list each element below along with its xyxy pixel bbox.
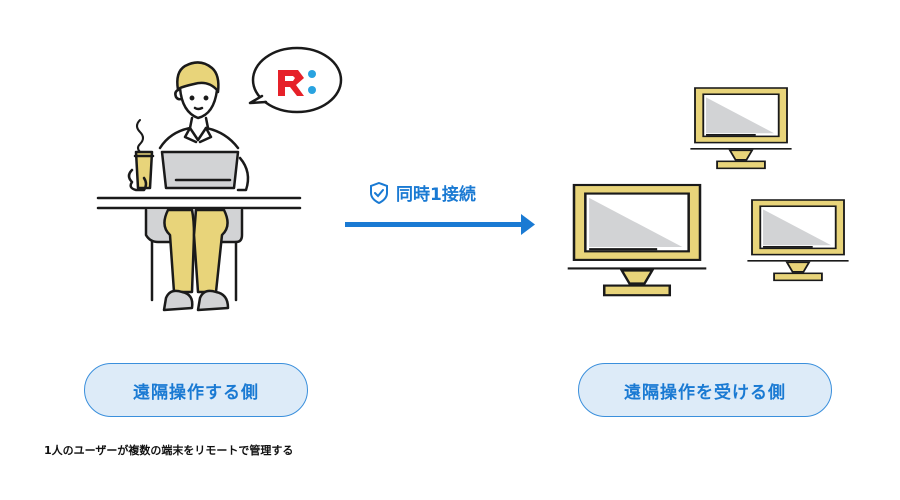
person-legs [163,208,229,294]
shield-check-icon [370,181,388,204]
connection-label: 同時1接続 [370,180,476,205]
caption: 1人のユーザーが複数の端末をリモートで管理する [44,444,294,457]
connection-text: 同時1接続 [396,185,476,205]
monitors-illustration [566,87,850,297]
monitor-top [689,87,793,170]
logo-icon [278,70,316,96]
desk [96,196,302,210]
monitor-right [746,199,850,282]
monitor-large [566,183,708,297]
operator-illustration [96,46,343,312]
coffee-cup [127,150,155,192]
laptop [160,150,250,192]
connection-arrow [345,214,535,235]
person-head [174,61,220,130]
receiver-side-label: 遠隔操作を受ける側 [578,363,832,417]
operator-side-label: 遠隔操作する側 [84,363,308,417]
